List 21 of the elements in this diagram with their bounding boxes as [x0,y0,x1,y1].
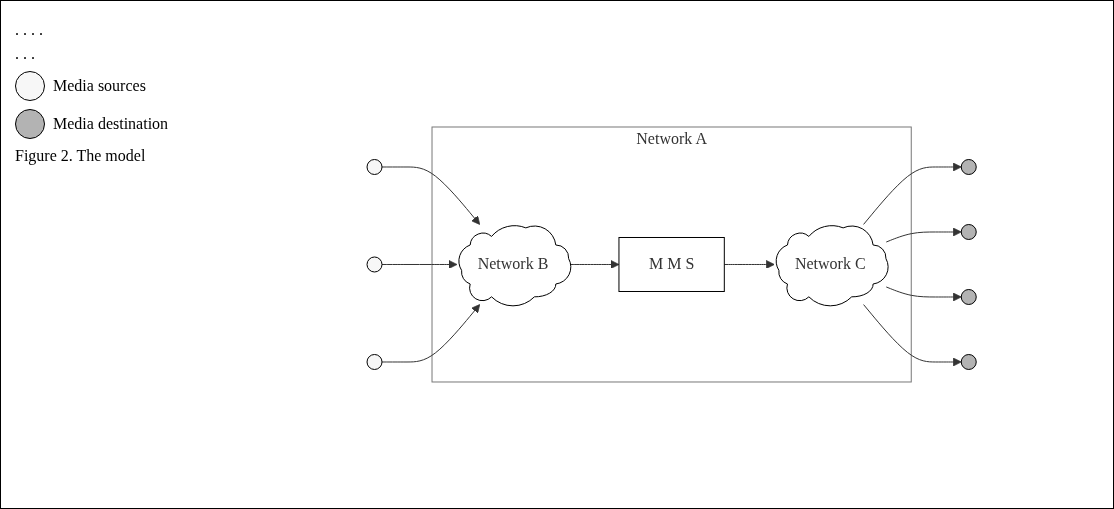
figure-caption: Figure 2. The model [15,147,147,165]
node-box: M M S [618,237,726,292]
arrow [724,260,776,269]
arrow [381,304,481,363]
arrow [886,286,962,302]
ellipsis-dots: . . . . [15,21,44,39]
node-circle [366,159,383,175]
legend-label: Media sources [53,77,146,95]
node-circle [961,289,978,305]
node-circle [366,354,383,370]
node-circle [961,159,978,175]
arrow [863,162,962,225]
ellipsis-dots: . . . [15,45,36,63]
arrow [381,166,481,225]
arrow [886,227,962,243]
arrow [381,260,458,269]
arrow [863,304,962,367]
node-circle [366,256,383,273]
legend-label: Media destination [53,115,169,133]
node-circle [961,224,978,240]
node-circle [961,354,978,370]
